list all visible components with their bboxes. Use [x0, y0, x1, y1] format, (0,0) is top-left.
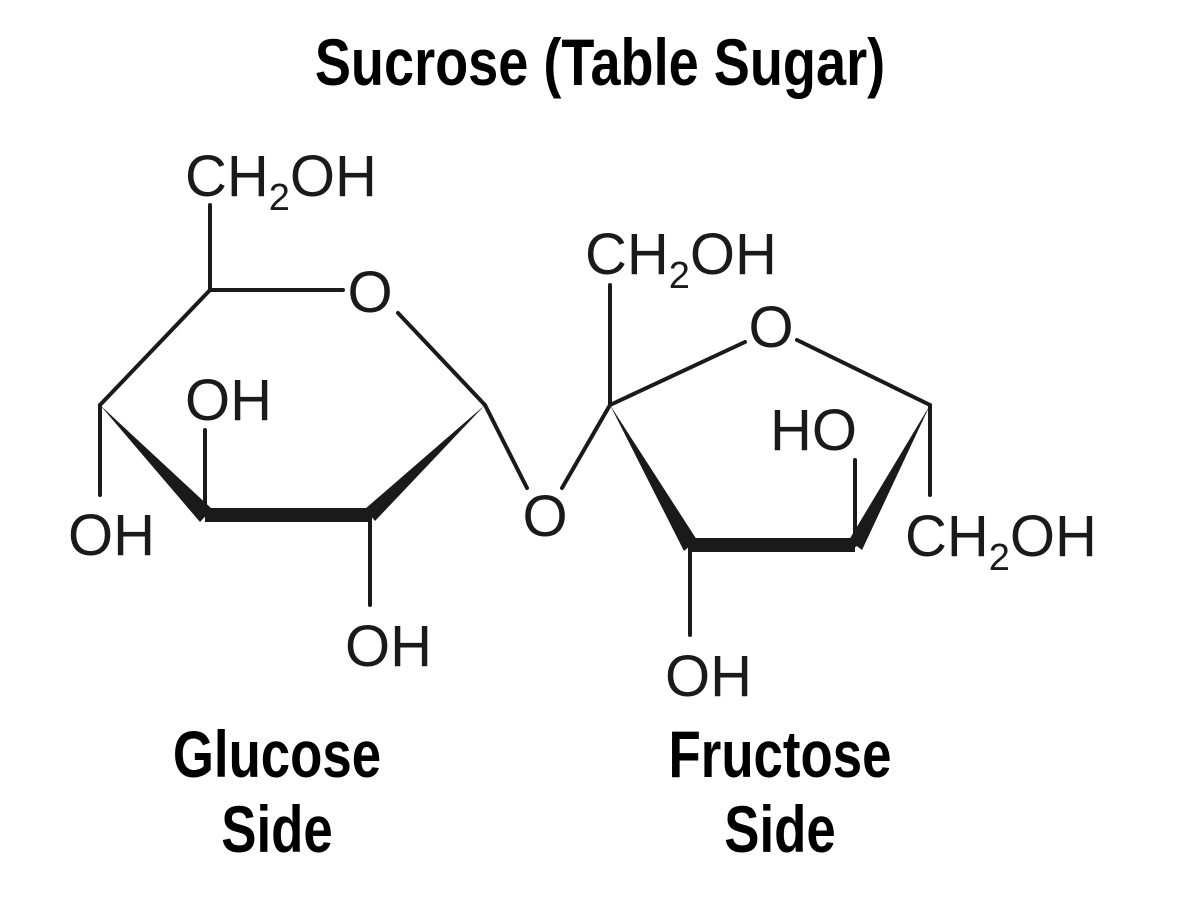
glucose-side-label-line1: Glucose — [173, 717, 381, 791]
bond — [608, 340, 747, 407]
fructose-ho: HO — [770, 398, 857, 463]
diagram-title: Sucrose (Table Sugar) — [315, 25, 885, 99]
bond — [795, 338, 932, 407]
fructose-oh-bottom: OH — [665, 644, 752, 709]
fructose-ring — [608, 283, 932, 637]
glycosidic-bond — [483, 403, 529, 490]
glycosidic-oxygen: O — [522, 484, 567, 549]
fructose-ch2oh-right-label: CH2OH — [905, 504, 1097, 579]
fructose-side-label-line2: Side — [724, 792, 835, 866]
wedge-bond — [610, 405, 697, 551]
glucose-oh-bottom: OH — [345, 614, 432, 679]
glycosidic-bond — [560, 403, 612, 490]
wedge-bond — [365, 405, 485, 521]
bond — [396, 311, 487, 407]
glucose-ch2oh-label: CH2OH — [185, 144, 377, 219]
fructose-side-label-line1: Fructose — [669, 717, 892, 791]
glucose-oh-upper: OH — [185, 368, 272, 433]
glucose-oh-left: OH — [68, 503, 155, 568]
bond — [98, 288, 212, 407]
fructose-ch2oh-top-label: CH2OH — [585, 222, 777, 297]
wedge-bond — [849, 405, 930, 550]
glucose-side-label-line2: Side — [221, 792, 332, 866]
fructose-ring-oxygen: O — [748, 295, 793, 360]
glucose-ring — [98, 203, 487, 607]
wedge-bond — [100, 405, 212, 522]
glucose-ring-oxygen: O — [347, 260, 392, 325]
